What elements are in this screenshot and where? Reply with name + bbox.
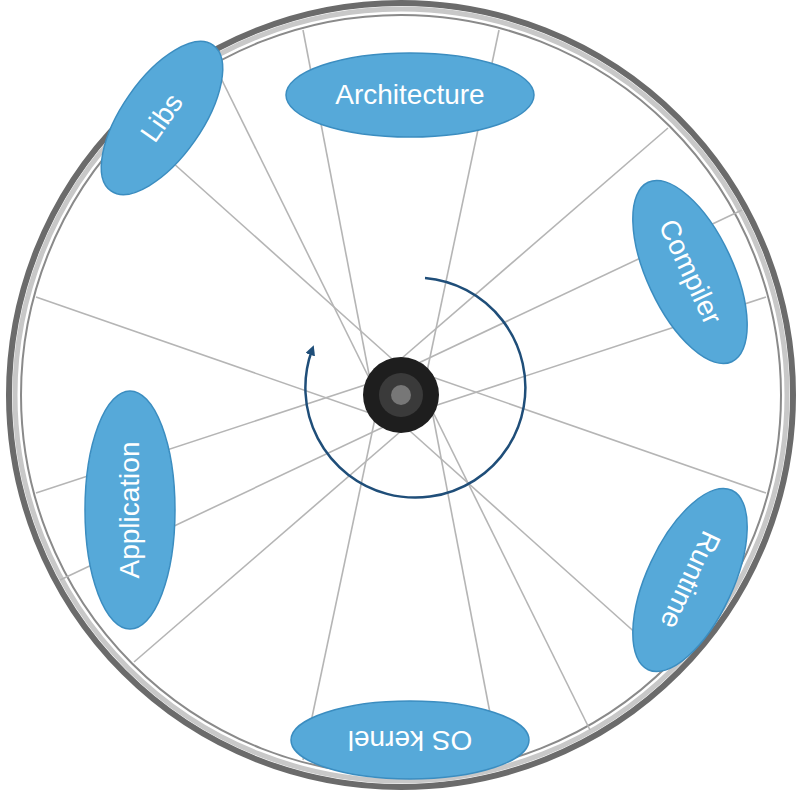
spoke bbox=[415, 371, 766, 493]
layer-ellipse: Compiler bbox=[608, 163, 772, 381]
layer-label: Application bbox=[113, 442, 147, 579]
ellipse-shape bbox=[286, 53, 534, 137]
spoke bbox=[134, 419, 415, 662]
cycle-arrow bbox=[305, 278, 525, 498]
wheel-hub-inner bbox=[379, 373, 423, 417]
layer-label: OS kernel bbox=[348, 723, 473, 757]
wheel-rim-inner bbox=[15, 9, 787, 781]
spoke bbox=[401, 423, 668, 662]
ellipse-shape bbox=[85, 391, 175, 629]
layer-ellipse: Architecture bbox=[285, 52, 535, 138]
wheel-rim-edge bbox=[21, 15, 781, 775]
spoke bbox=[428, 402, 590, 730]
layer-ellipse: Libs bbox=[77, 21, 247, 215]
layer-ellipse: Application bbox=[84, 390, 176, 630]
layer-label: Architecture bbox=[335, 78, 484, 112]
spoke bbox=[36, 297, 387, 419]
ellipse-shape bbox=[609, 164, 771, 380]
wheel-hub bbox=[363, 357, 439, 433]
wheel-rim bbox=[9, 3, 793, 787]
ellipse-shape bbox=[78, 22, 246, 214]
ellipse-shape bbox=[609, 472, 771, 688]
layer-ellipse: OS kernel bbox=[290, 700, 530, 780]
wheel-axle bbox=[391, 385, 411, 405]
ellipse-shape bbox=[291, 701, 529, 779]
spoke bbox=[387, 128, 668, 371]
